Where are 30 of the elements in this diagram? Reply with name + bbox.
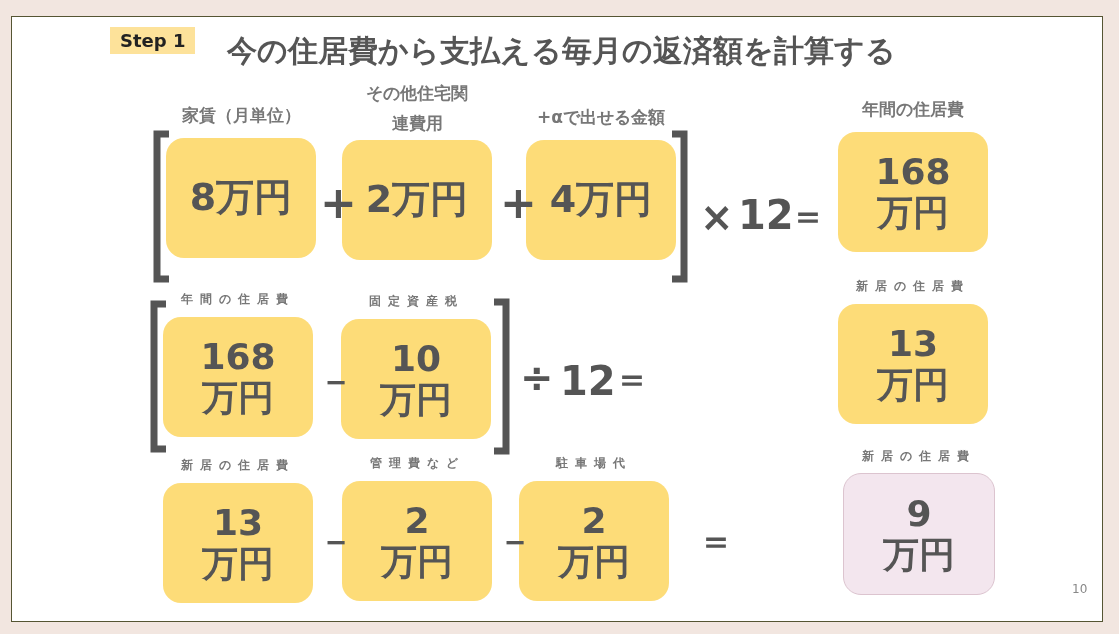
amount-text: 4万円 [549, 178, 653, 222]
card-heading: その他住宅関連費用 [365, 82, 469, 135]
amount-text: 13万円 [877, 322, 949, 406]
slide-title: 今の住居費から支払える毎月の返済額を計算する [227, 32, 896, 70]
math-operator: ＝ [698, 519, 734, 563]
amount-text: 168万円 [200, 335, 276, 419]
card-heading: 年間の住居費 [180, 291, 296, 308]
amount-text: 8万円 [189, 176, 293, 220]
amount-text: 9万円 [883, 492, 955, 576]
amount-text: 10万円 [380, 337, 452, 421]
card-heading: 新居の住居費 [180, 457, 296, 474]
card-heading: +αで出せる金額 [536, 106, 666, 129]
math-operator: × [700, 194, 734, 240]
card-heading: 管理費など [368, 455, 466, 472]
amount-text: 2万円 [558, 499, 630, 583]
math-operator: ＝ [614, 357, 650, 401]
math-operator: 12 [560, 358, 616, 404]
step-badge: Step 1 [110, 27, 196, 54]
card-heading: 家賃（月単位） [180, 104, 302, 127]
card-heading: 新居の住居費 [861, 448, 977, 465]
amount-text: 2万円 [381, 499, 453, 583]
page-number: 10 [1072, 582, 1088, 596]
amount-text: 2万円 [365, 178, 469, 222]
card-heading: 固定資産税 [367, 293, 465, 310]
card-heading: 駐車場代 [554, 455, 633, 472]
amount-text: 168万円 [875, 150, 951, 234]
card-heading: 年間の住居費 [861, 98, 965, 121]
card-heading: 新居の住居費 [855, 278, 971, 295]
amount-text: 13万円 [202, 501, 274, 585]
math-operator: ÷ [520, 355, 554, 401]
